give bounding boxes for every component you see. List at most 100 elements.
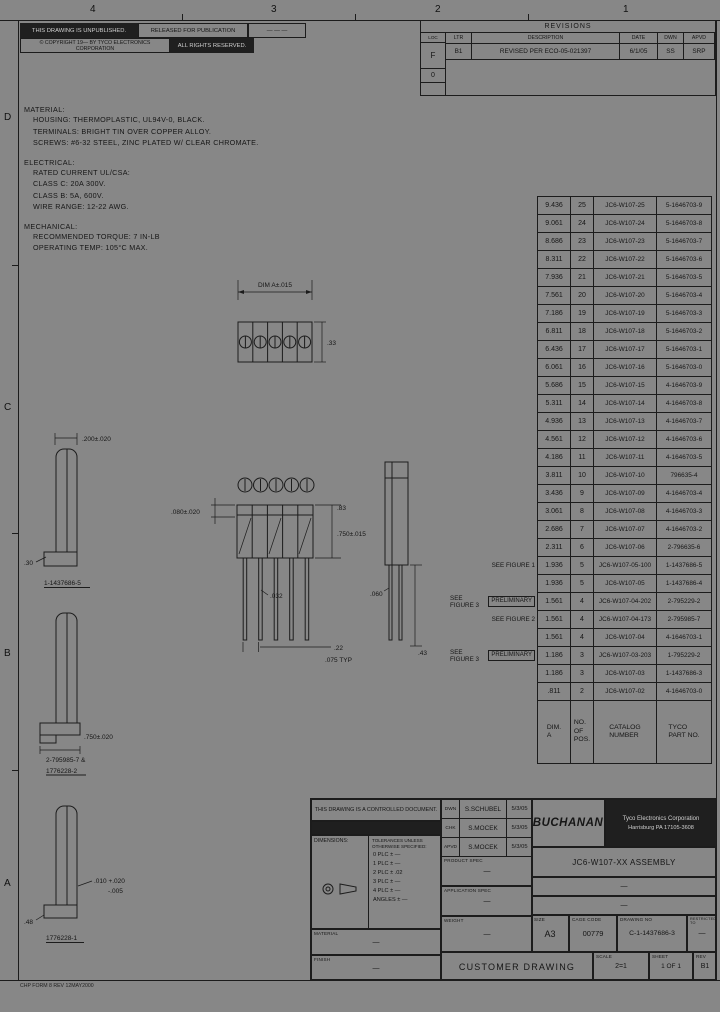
- cell-part-number: 796635-4: [656, 466, 712, 485]
- sheet-label: SHEET: [652, 954, 669, 959]
- row-note: [450, 196, 538, 215]
- restricted-cell: RESTRICTED TO —: [687, 915, 717, 952]
- application-spec-value: —: [483, 897, 491, 905]
- row-note: [450, 250, 538, 269]
- electrical-title: ELECTRICAL:: [24, 157, 75, 167]
- cell-positions: 25: [570, 196, 594, 215]
- row-note: SEE FIGURE 3 PRELIMINARY: [450, 646, 538, 665]
- cell-part-number: 4-1646703-5: [656, 448, 712, 467]
- cell-dim-a: 6.811: [537, 322, 571, 341]
- zone-tick: [355, 14, 356, 20]
- cell-part-number: 4-1646703-0: [656, 682, 712, 701]
- dim-label-left: .30: [24, 560, 33, 567]
- table-row: 7.936 21 JC6-W107-21 5-1646703-5: [450, 268, 716, 287]
- company-name: Tyco Electronics Corporation: [622, 815, 700, 822]
- dimensions-label: DIMENSIONS:: [314, 838, 349, 844]
- cell-catalog-number: JC6-W107-03-203: [593, 646, 657, 665]
- scale-label: SCALE: [596, 954, 613, 959]
- cell-positions: 19: [570, 304, 594, 323]
- note-item: CLASS B: 5A, 600V.: [33, 190, 104, 200]
- note-item: WIRE RANGE: 12-22 AWG.: [33, 202, 129, 211]
- zone-label-col: 2: [435, 4, 441, 15]
- cell-catalog-number: JC6-W107-22: [593, 250, 657, 269]
- zone-label-row: A: [4, 878, 11, 889]
- header-part-no: TYCO PART NO.: [656, 700, 712, 764]
- cell-dim-a: 1.936: [537, 574, 571, 593]
- product-spec-label: PRODUCT SPEC: [444, 858, 483, 863]
- drawing-no-label: DRAWING NO: [620, 917, 653, 922]
- row-note: SEE FIGURE 2: [450, 610, 538, 629]
- cell-dim-a: 1.561: [537, 592, 571, 611]
- rev-ltr: B1: [446, 44, 472, 60]
- rev-loc-label: LOC: [421, 33, 445, 43]
- row-note: [450, 682, 538, 701]
- preliminary-badge: PRELIMINARY: [488, 596, 535, 607]
- size-label: SIZE: [534, 917, 546, 922]
- rev-col-description: DESCRIPTION: [472, 33, 620, 44]
- cell-catalog-number: JC6-W107-19: [593, 304, 657, 323]
- see-figure-label: SEE FIGURE 1: [491, 562, 535, 569]
- cell-positions: 22: [570, 250, 594, 269]
- rights-note: ALL RIGHTS RESERVED.: [170, 38, 254, 53]
- signature-row: CHK S.MOCEK 5/3/05: [442, 819, 532, 838]
- cell-part-number: 2-795229-2: [656, 592, 712, 611]
- material-title: MATERIAL:: [24, 105, 66, 114]
- table-row: 6.436 17 JC6-W107-17 5-1646703-1: [450, 340, 716, 359]
- finish-label: FINISH: [314, 957, 331, 962]
- cell-catalog-number: JC6-W107-04: [593, 628, 657, 647]
- cell-dim-a: 8.311: [537, 250, 571, 269]
- rev-flag-top: F: [421, 43, 445, 69]
- cell-catalog-number: JC6-W107-07: [593, 520, 657, 539]
- notes-block: MATERIAL: HOUSING: THERMOPLASTIC, UL94V-…: [24, 96, 334, 254]
- table-row: 2.686 7 JC6-W107-07 4-1646703-2: [450, 520, 716, 539]
- cell-catalog-number: JC6-W107-12: [593, 430, 657, 449]
- brand-logo: BUCHANAN: [531, 799, 605, 847]
- released-date: — — —: [248, 23, 306, 38]
- cell-catalog-number: JC6-W107-23: [593, 232, 657, 251]
- note-item: RECOMMENDED TORQUE: 7 IN-LB: [33, 231, 160, 241]
- sign-name: S.MOCEK: [468, 843, 498, 851]
- cell-dim-a: 9.436: [537, 196, 571, 215]
- table-row: 4.936 13 JC6-W107-13 4-1646703-7: [450, 412, 716, 431]
- header-positions: NO. OF POS.: [570, 700, 594, 764]
- cell-part-number: 4-1646703-7: [656, 412, 712, 431]
- row-note: [450, 286, 538, 305]
- rev-date: 6/1/05: [620, 44, 658, 60]
- table-row: 9.061 24 JC6-W107-24 5-1646703-8: [450, 214, 716, 233]
- table-row: .811 2 JC6-W107-02 4-1646703-0: [450, 682, 716, 701]
- table-row: 4.186 11 JC6-W107-11 4-1646703-5: [450, 448, 716, 467]
- cell-catalog-number: JC6-W107-03: [593, 664, 657, 683]
- cell-part-number: 4-1646703-1: [656, 628, 712, 647]
- tolerance-item: 3 PLC ± —: [373, 879, 401, 885]
- sign-role-label: APVD: [442, 838, 460, 856]
- material-items: HOUSING: THERMOPLASTIC, UL94V-0, BLACK.T…: [24, 114, 334, 149]
- row-note: [450, 394, 538, 413]
- note-item: HOUSING: THERMOPLASTIC, UL94V-0, BLACK.: [33, 115, 205, 124]
- cell-dim-a: 6.061: [537, 358, 571, 377]
- cell-positions: 3: [570, 664, 594, 683]
- material-value: —: [372, 938, 380, 946]
- table-row: 1.186 3 JC6-W107-03 1-1437686-3: [450, 664, 716, 683]
- rev-col-date: DATE: [620, 33, 658, 44]
- cell-positions: 11: [570, 448, 594, 467]
- rev-value: B1: [700, 963, 710, 970]
- row-note: [450, 322, 538, 341]
- cell-catalog-number: JC6-W107-05: [593, 574, 657, 593]
- cell-part-number: 5-1646703-8: [656, 214, 712, 233]
- dim-label-right2: .750±.015: [337, 531, 366, 538]
- rev-cell: REV B1: [693, 952, 717, 981]
- cell-dim-a: 4.561: [537, 430, 571, 449]
- revisions-block: REVISIONS LOC F 0 LTR DESCRIPTION DATE D…: [420, 20, 716, 96]
- row-note: SEE FIGURE 1: [450, 556, 538, 575]
- table-row: 8.686 23 JC6-W107-23 5-1646703-7: [450, 232, 716, 251]
- cell-positions: 13: [570, 412, 594, 431]
- blank-row-2: —: [531, 896, 717, 915]
- cell-part-number: 4-1646703-8: [656, 394, 712, 413]
- revisions-title: REVISIONS: [421, 21, 715, 33]
- note-item: CLASS C: 20A 300V.: [33, 179, 106, 188]
- tolerances-label: TOLERANCES UNLESS OTHERWISE SPECIFIED:: [372, 838, 427, 849]
- drawing-no-value: C-1-1437686-3: [629, 930, 675, 937]
- cell-positions: 7: [570, 520, 594, 539]
- third-angle-projection-icon: [322, 883, 357, 895]
- legal-row-2: © COPYRIGHT 19— BY TYCO ELECTRONICS CORP…: [20, 38, 254, 53]
